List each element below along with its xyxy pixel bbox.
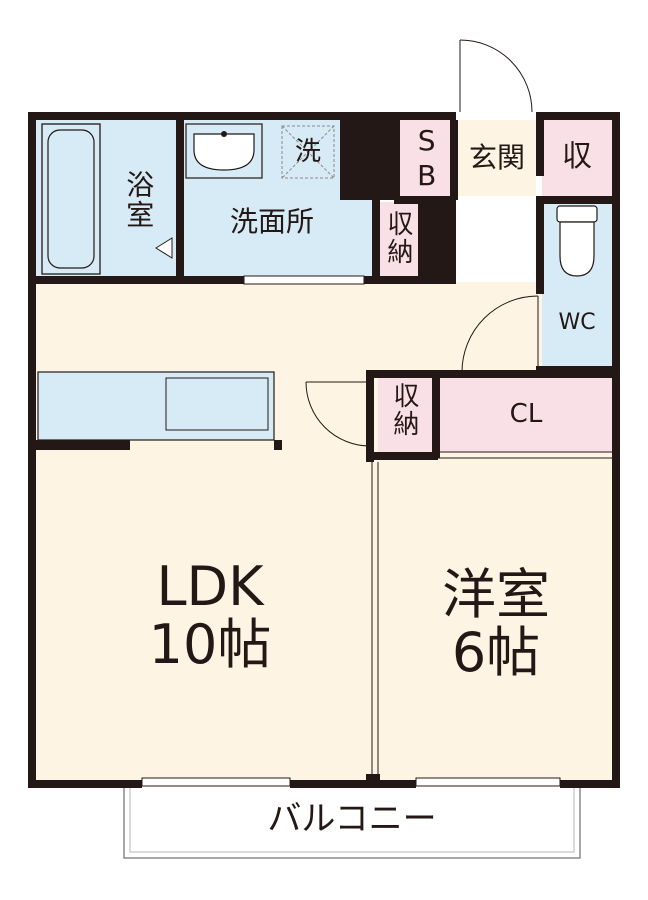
storage-hall-label: 収納 bbox=[388, 382, 419, 438]
toilet-icon bbox=[556, 205, 598, 277]
balcony bbox=[123, 783, 581, 859]
bath-label: 浴室 bbox=[122, 170, 156, 230]
sink-icon bbox=[185, 123, 263, 179]
ldk-floor bbox=[34, 282, 614, 782]
storage-hall-floor bbox=[378, 376, 432, 452]
shoe-box-label: SB bbox=[410, 124, 444, 194]
ldk-size: 10帖 bbox=[148, 613, 272, 676]
storage-entry-label: 収 bbox=[562, 139, 592, 174]
door-swing-icon bbox=[305, 39, 539, 447]
entrance-label: 玄関 bbox=[468, 141, 525, 174]
closet-floor bbox=[438, 376, 614, 452]
washer-icon bbox=[281, 125, 335, 179]
bathtub-icon bbox=[41, 123, 101, 275]
entrance-floor bbox=[456, 120, 536, 196]
shoe-box-floor bbox=[400, 120, 450, 196]
toilet-label: WC bbox=[558, 310, 596, 335]
walls bbox=[28, 112, 620, 788]
ldk-name: LDK bbox=[156, 555, 264, 618]
western-size: 6帖 bbox=[451, 621, 541, 684]
washer-label: 洗 bbox=[294, 137, 321, 167]
storage-wash-floor bbox=[378, 202, 418, 278]
balcony-label: バルコニー bbox=[267, 799, 437, 839]
western-name: 洋室 bbox=[442, 563, 550, 626]
storage-wash-label: 収納 bbox=[382, 210, 413, 266]
closet-label: CL bbox=[509, 399, 543, 429]
washroom-label: 洗面所 bbox=[229, 205, 314, 238]
kitchen-counter-icon bbox=[37, 371, 275, 441]
storage-entry-floor bbox=[542, 120, 612, 196]
